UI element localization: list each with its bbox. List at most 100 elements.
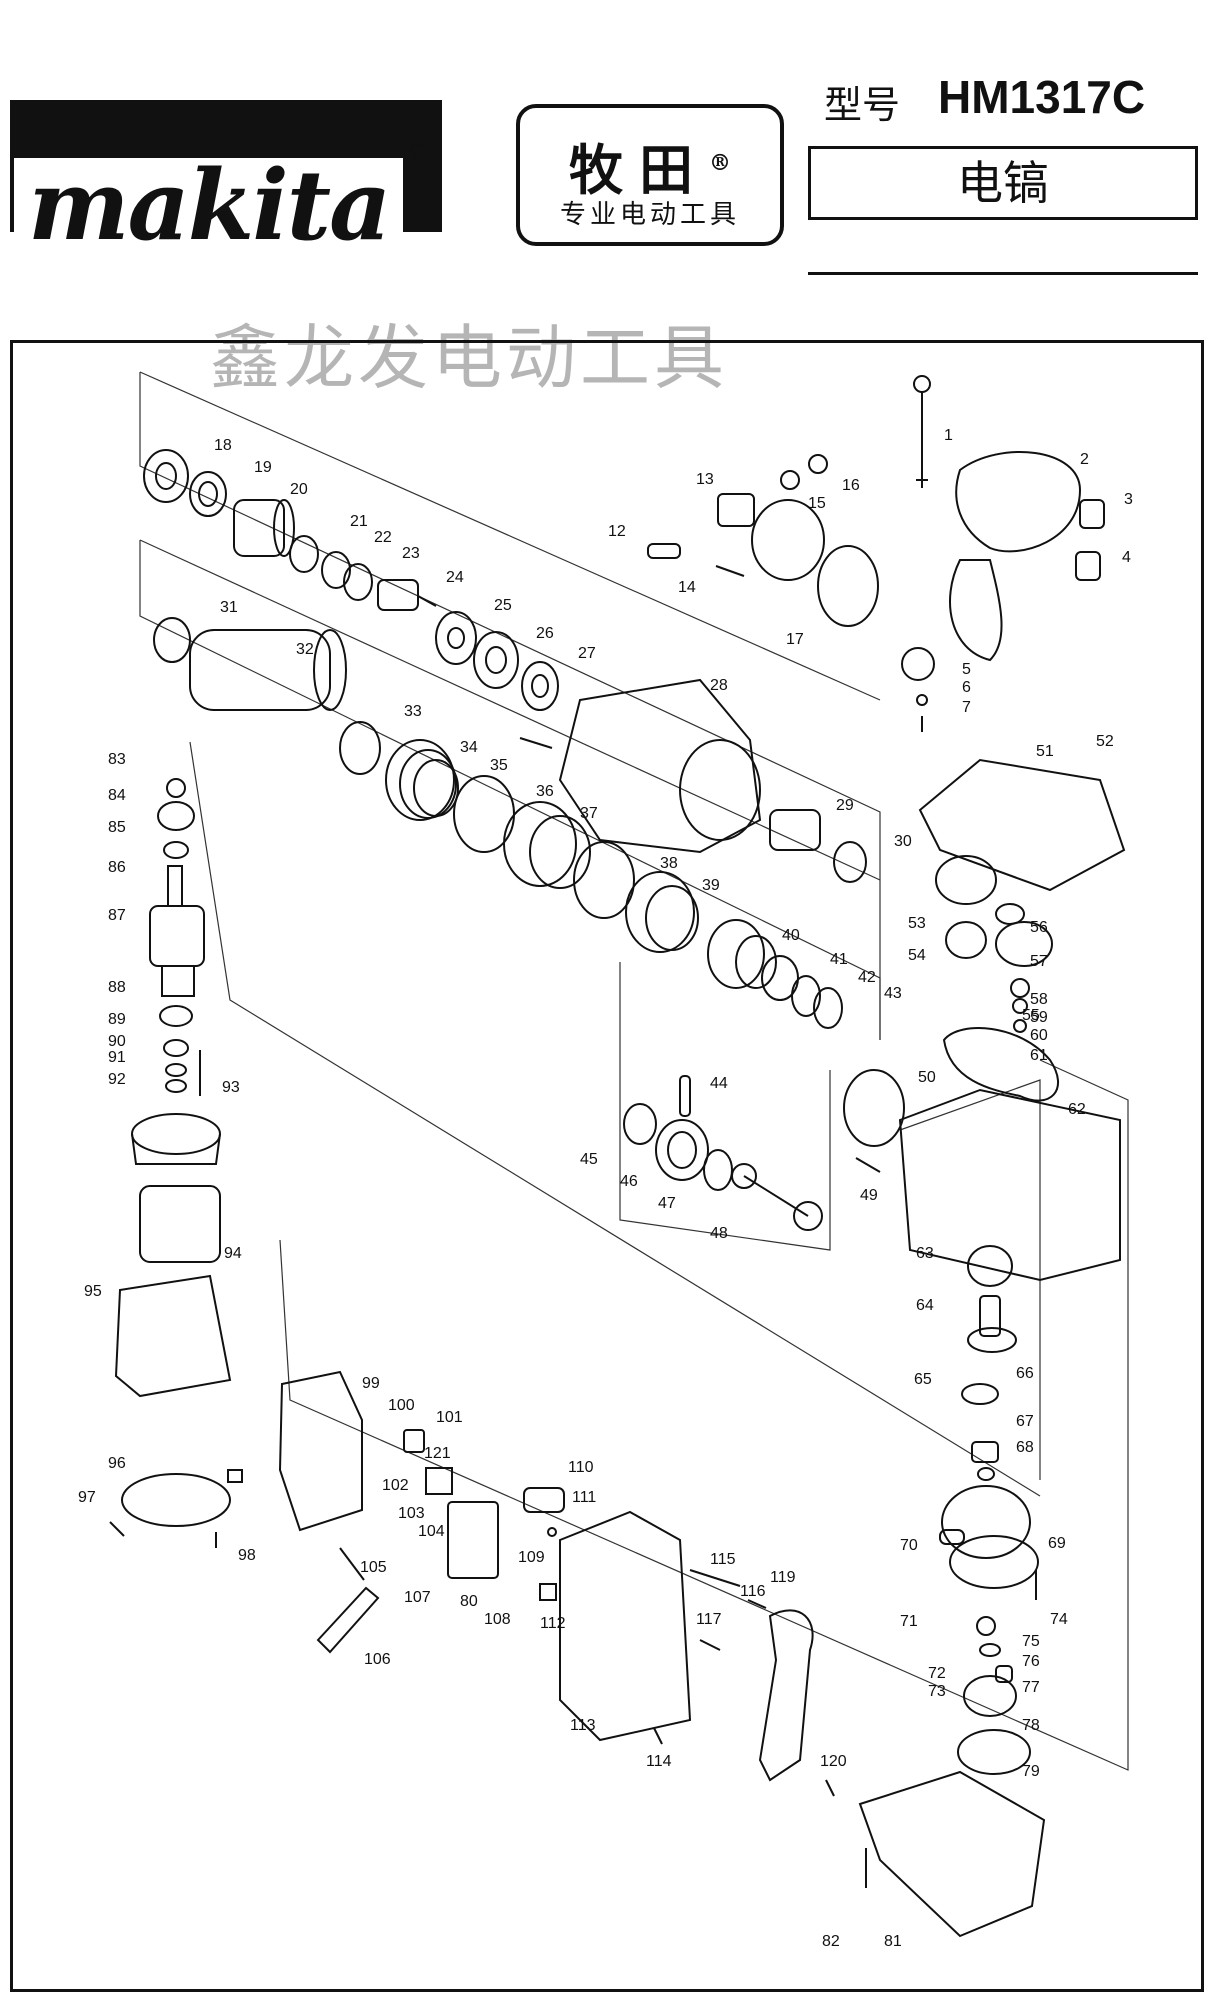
part-label-2: 2 bbox=[1080, 451, 1089, 468]
part-26-bearing bbox=[473, 631, 519, 689]
part-45-ring bbox=[623, 1103, 657, 1145]
part-label-1: 1 bbox=[944, 427, 953, 444]
part-label-84: 84 bbox=[108, 787, 126, 804]
part-label-50: 50 bbox=[918, 1069, 936, 1086]
part-label-13: 13 bbox=[696, 471, 714, 488]
part-label-57: 57 bbox=[1030, 953, 1048, 970]
model-code: HM1317C bbox=[938, 71, 1146, 123]
part-label-7: 7 bbox=[962, 699, 971, 716]
part-105-106-cord bbox=[316, 1547, 380, 1654]
part-101-switch bbox=[403, 1429, 425, 1453]
part-label-12: 12 bbox=[608, 523, 626, 540]
part-label-71: 71 bbox=[900, 1613, 918, 1630]
part-110-112-parts bbox=[523, 1487, 565, 1601]
group-outlines bbox=[139, 371, 1129, 1771]
part-label-93: 93 bbox=[222, 1079, 240, 1096]
part-58-60-bearings bbox=[1010, 978, 1030, 1033]
part-label-102: 102 bbox=[382, 1477, 409, 1494]
part-label-81: 81 bbox=[884, 1933, 902, 1950]
part-label-110: 110 bbox=[568, 1459, 594, 1476]
part-48-conrod bbox=[731, 1163, 823, 1231]
part-label-83: 83 bbox=[108, 751, 126, 768]
part-label-28: 28 bbox=[710, 677, 728, 694]
part-label-51: 51 bbox=[1036, 743, 1054, 760]
part-label-92: 92 bbox=[108, 1071, 126, 1088]
part-label-56: 56 bbox=[1030, 919, 1048, 936]
part-label-73: 73 bbox=[928, 1683, 946, 1700]
part-label-86: 86 bbox=[108, 859, 126, 876]
part-label-47: 47 bbox=[658, 1195, 676, 1212]
part-64-bearing bbox=[967, 1245, 1013, 1287]
part-18-bearing bbox=[143, 449, 189, 503]
part-83-85-bearings bbox=[157, 778, 195, 859]
logo-registered-mark: ® bbox=[408, 140, 428, 164]
part-label-33: 33 bbox=[404, 703, 422, 720]
part-label-88: 88 bbox=[108, 979, 126, 996]
part-label-65: 65 bbox=[914, 1371, 932, 1388]
part-label-15: 15 bbox=[808, 495, 826, 512]
part-label-100: 100 bbox=[388, 1397, 415, 1414]
part-label-121: 121 bbox=[424, 1445, 451, 1462]
part-label-78: 78 bbox=[1022, 1717, 1040, 1734]
part-label-114: 114 bbox=[646, 1753, 672, 1770]
part-label-70: 70 bbox=[900, 1537, 918, 1554]
part-label-103: 103 bbox=[398, 1505, 425, 1522]
part-label-119: 119 bbox=[770, 1569, 796, 1586]
diagram-frame bbox=[10, 340, 1204, 1992]
part-31-ring bbox=[153, 617, 191, 663]
part-label-82: 82 bbox=[822, 1933, 840, 1950]
part-92-baffle bbox=[131, 1113, 221, 1165]
part-label-113: 113 bbox=[570, 1717, 596, 1734]
part-47-ring bbox=[703, 1149, 733, 1191]
part-29-30-piston bbox=[769, 809, 867, 883]
part-label-16: 16 bbox=[842, 477, 860, 494]
part-label-55: 55 bbox=[1022, 1007, 1040, 1024]
part-41-43-rings bbox=[761, 955, 843, 1029]
part-label-106: 106 bbox=[364, 1651, 391, 1668]
part-32-cylinder bbox=[189, 629, 347, 711]
part-label-59: 59 bbox=[1030, 1009, 1048, 1026]
part-69-ring bbox=[941, 1485, 1031, 1559]
part-label-3: 3 bbox=[1124, 491, 1133, 508]
part-label-34: 34 bbox=[460, 739, 478, 756]
part-63-housing bbox=[898, 1088, 1121, 1282]
makita-logo: makita bbox=[14, 158, 404, 254]
part-104-107-board bbox=[447, 1501, 499, 1579]
part-38-ring bbox=[573, 841, 635, 919]
part-label-54: 54 bbox=[908, 947, 926, 964]
part-label-37: 37 bbox=[580, 805, 598, 822]
part-label-107: 107 bbox=[404, 1589, 431, 1606]
part-label-44: 44 bbox=[710, 1075, 728, 1092]
part-label-64: 64 bbox=[916, 1297, 934, 1314]
part-49-pin bbox=[855, 1157, 881, 1173]
part-label-116: 116 bbox=[740, 1583, 766, 1600]
part-label-76: 76 bbox=[1022, 1653, 1040, 1670]
part-label-108: 108 bbox=[484, 1611, 511, 1628]
brand-registered-mark: ® bbox=[709, 150, 731, 176]
part-label-80: 80 bbox=[460, 1593, 478, 1610]
part-86-87-armature bbox=[149, 865, 205, 997]
part-label-6: 6 bbox=[962, 679, 971, 696]
part-28-barrel bbox=[558, 678, 762, 854]
part-label-79: 79 bbox=[1022, 1763, 1040, 1780]
part-27-seal bbox=[521, 661, 559, 711]
part-label-36: 36 bbox=[536, 783, 554, 800]
part-21-23-rings bbox=[289, 535, 373, 601]
part-label-52: 52 bbox=[1096, 733, 1114, 750]
part-label-25: 25 bbox=[494, 597, 512, 614]
part-label-99: 99 bbox=[362, 1375, 380, 1392]
part-label-41: 41 bbox=[830, 951, 848, 968]
part-99-handle-half bbox=[278, 1370, 363, 1532]
part-label-98: 98 bbox=[238, 1547, 256, 1564]
part-label-105: 105 bbox=[360, 1559, 387, 1576]
watermark: 鑫龙发电动工具 bbox=[210, 317, 728, 399]
part-44-pin bbox=[679, 1075, 691, 1117]
part-label-58: 58 bbox=[1030, 991, 1048, 1008]
part-label-26: 26 bbox=[536, 625, 554, 642]
model-label: 型号 bbox=[824, 83, 901, 127]
part-label-66: 66 bbox=[1016, 1365, 1034, 1382]
part-75-78-parts bbox=[957, 1616, 1031, 1775]
part-53-57-gears bbox=[935, 855, 1053, 967]
part-113-housing bbox=[559, 1510, 692, 1742]
part-label-42: 42 bbox=[858, 969, 876, 986]
